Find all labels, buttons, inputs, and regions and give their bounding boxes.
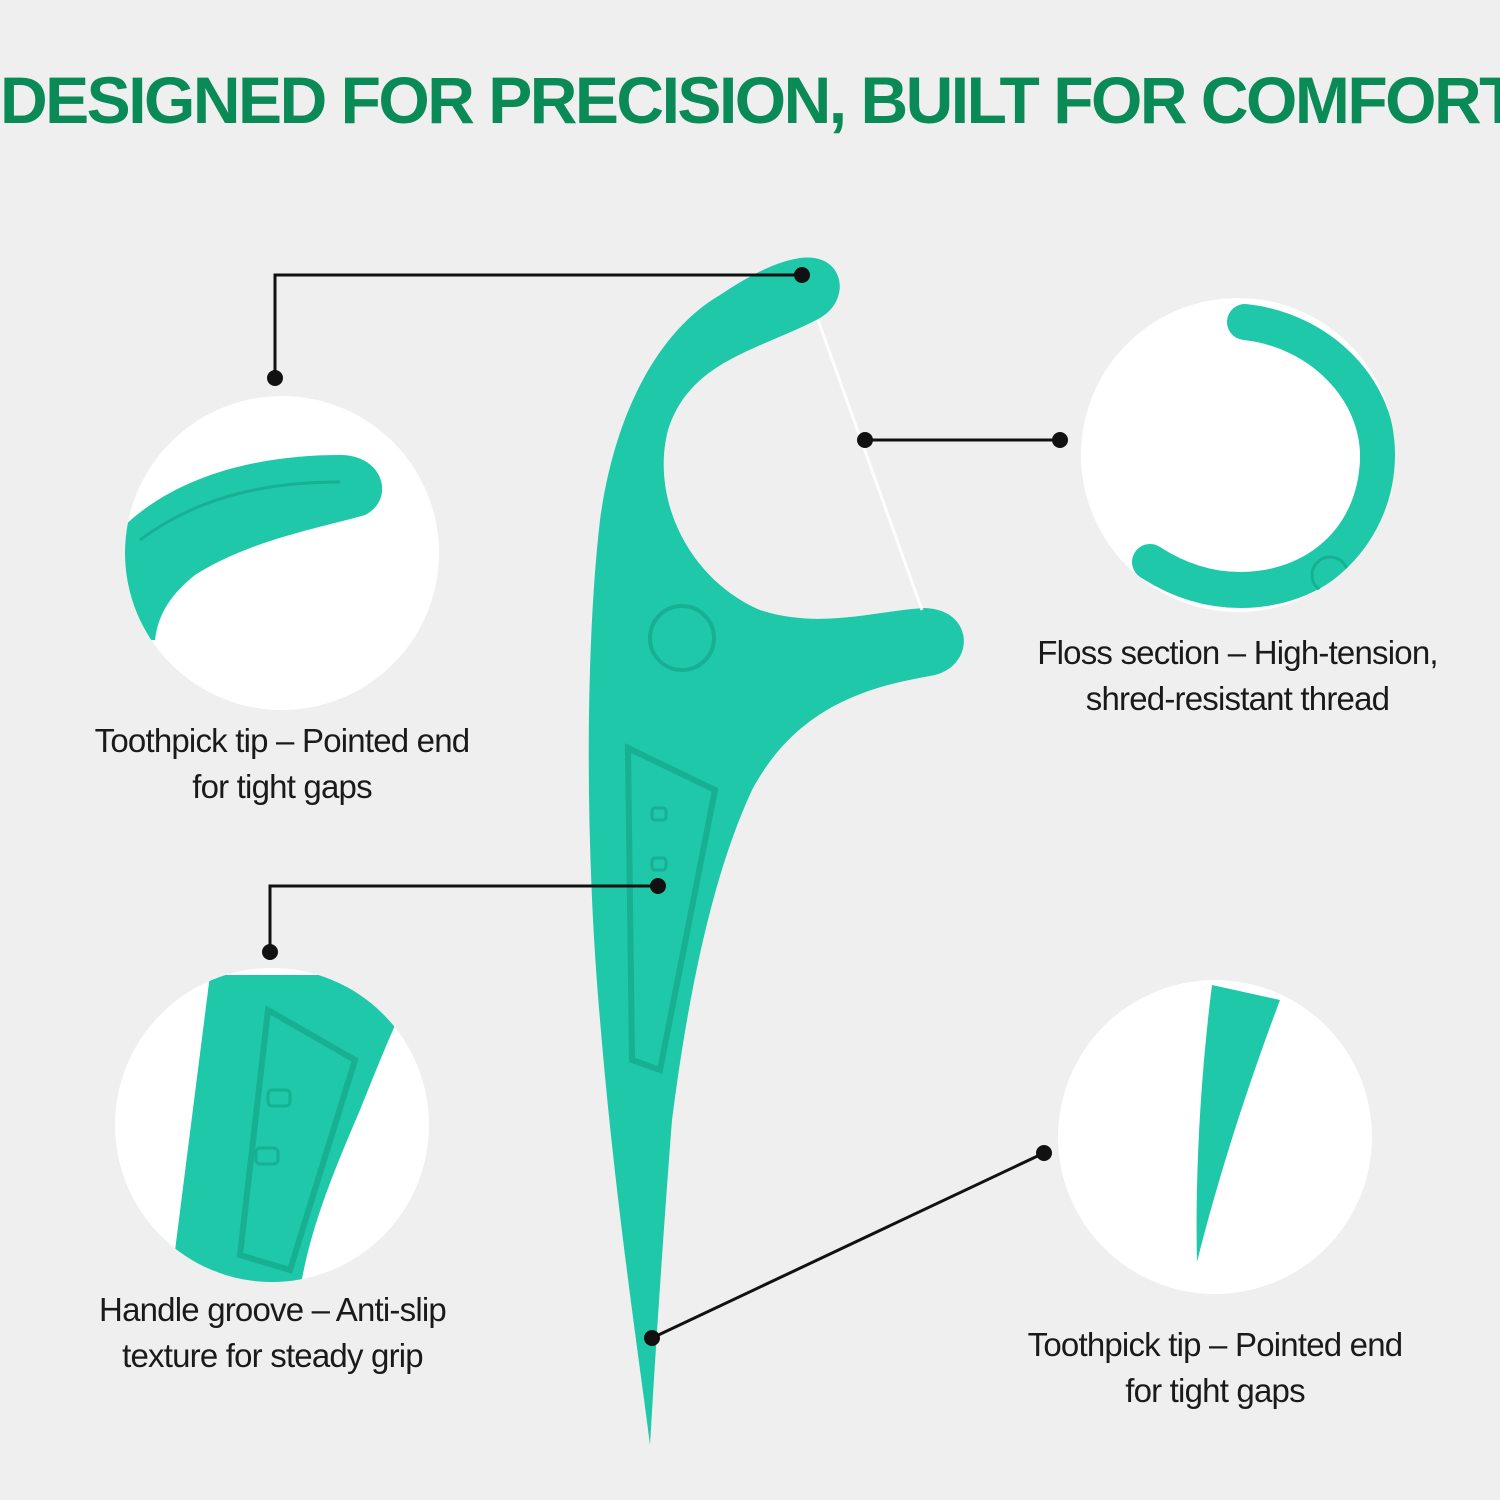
callout-line-2: texture for steady grip xyxy=(122,1337,424,1374)
floss-pick-image xyxy=(588,257,964,1445)
detail-circle-tip xyxy=(1058,980,1372,1294)
callout-line-1: Handle groove – Anti-slip xyxy=(99,1291,447,1328)
handle-groove-icon xyxy=(170,975,420,1282)
detail-circle-floss xyxy=(1081,298,1395,612)
callout-toothpick-bottom: Toothpick tip – Pointed end for tight ga… xyxy=(985,1322,1445,1414)
toothpick-tip-icon xyxy=(125,444,383,671)
callout-line-1: Toothpick tip – Pointed end xyxy=(1027,1326,1403,1363)
callout-lines xyxy=(268,273,1060,1340)
callout-line-1: Floss section – High-tension, xyxy=(1037,634,1438,671)
callout-line-2: for tight gaps xyxy=(192,768,372,805)
callout-line-tip xyxy=(651,1151,1045,1340)
callout-line-2: for tight gaps xyxy=(1125,1372,1305,1409)
callout-line-1: Toothpick tip – Pointed end xyxy=(94,722,470,759)
detail-circle-toothpick-top xyxy=(125,396,439,710)
detail-circle-handle xyxy=(115,968,429,1282)
callout-toothpick-top: Toothpick tip – Pointed end for tight ga… xyxy=(52,718,512,810)
callout-floss: Floss section – High-tension, shred-resi… xyxy=(1005,630,1470,722)
callout-handle: Handle groove – Anti-slip texture for st… xyxy=(60,1287,485,1379)
callout-line-toothpick-top xyxy=(273,273,802,378)
callout-line-2: shred-resistant thread xyxy=(1085,680,1390,717)
callout-dots xyxy=(262,267,1068,1346)
callout-line-handle xyxy=(268,884,658,952)
pointed-tip-icon xyxy=(1196,985,1280,1262)
page-title: DESIGNED FOR PRECISION, BUILT FOR COMFOR… xyxy=(0,63,1500,137)
